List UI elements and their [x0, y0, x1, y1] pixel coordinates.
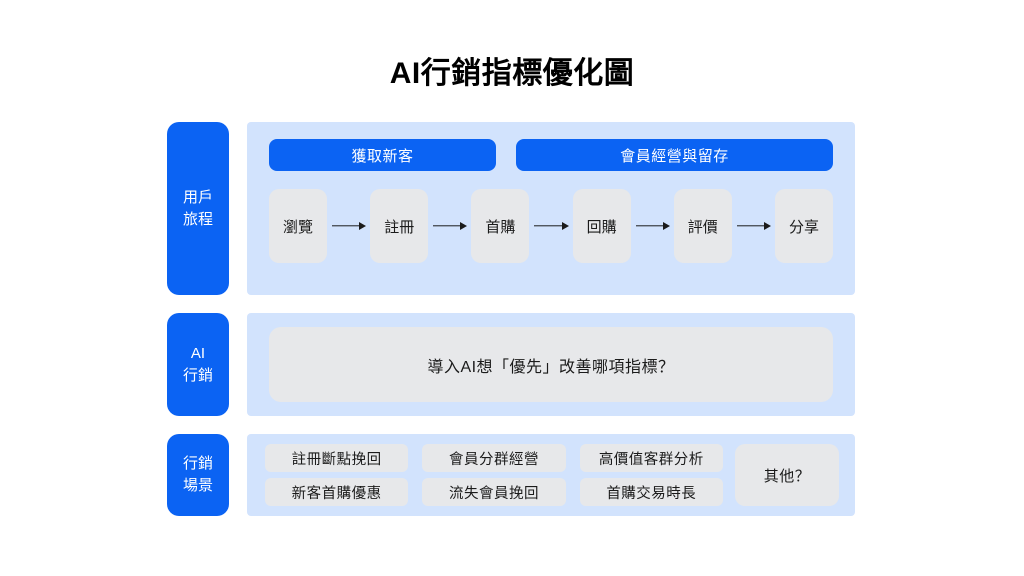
section-label-line2: 旅程 — [182, 210, 213, 228]
marketing-scenarios-panel: 註冊斷點挽回 會員分群經營 高價值客群分析 新客首購優惠 流失會員挽回 首購交易… — [247, 434, 855, 516]
scenario-chip-grid: 註冊斷點挽回 會員分群經營 高價值客群分析 新客首購優惠 流失會員挽回 首購交易… — [265, 444, 723, 506]
arrow-right-icon — [431, 221, 468, 231]
ai-marketing-panel: 導入AI想「優先」改善哪項指標？ — [247, 313, 855, 416]
user-journey-panel: 獲取新客 會員經營與留存 瀏覽 註冊 首購 回購 評價 分享 — [247, 122, 855, 295]
scenario-chip-area: 註冊斷點挽回 會員分群經營 高價值客群分析 新客首購優惠 流失會員挽回 首購交易… — [265, 444, 839, 506]
ai-priority-question: 導入AI想「優先」改善哪項指標？ — [269, 327, 833, 402]
journey-phase-bar: 獲取新客 會員經營與留存 — [269, 139, 833, 171]
arrow-right-icon — [532, 221, 569, 231]
section-label-line1: AI — [190, 344, 206, 362]
section-label-line2: 行銷 — [182, 366, 213, 384]
section-user-journey: 用戶 旅程 獲取新客 會員經營與留存 瀏覽 註冊 首購 回購 評價 分享 — [167, 122, 855, 295]
scenario-chip-churn-winback[interactable]: 流失會員挽回 — [422, 478, 566, 506]
journey-step-first-purchase[interactable]: 首購 — [471, 189, 530, 263]
phase-retain[interactable]: 會員經營與留存 — [516, 139, 833, 171]
section-label-line1: 行銷 — [182, 455, 213, 473]
page-title: AI行銷指標優化圖 — [389, 57, 635, 90]
arrow-right-icon — [330, 221, 367, 231]
section-label-marketing-scenarios: 行銷 場景 — [167, 434, 229, 516]
section-marketing-scenarios: 行銷 場景 註冊斷點挽回 會員分群經營 高價值客群分析 新客首購優惠 流失會員挽… — [167, 434, 855, 516]
scenario-chip-high-value-analysis[interactable]: 高價值客群分析 — [579, 444, 723, 472]
journey-step-share[interactable]: 分享 — [775, 189, 834, 263]
phase-acquire[interactable]: 獲取新客 — [269, 139, 496, 171]
scenario-chip-register-dropoff[interactable]: 註冊斷點挽回 — [265, 444, 409, 472]
journey-step-repurchase[interactable]: 回購 — [572, 189, 631, 263]
section-ai-marketing: AI 行銷 導入AI想「優先」改善哪項指標？ — [167, 313, 855, 416]
scenario-chip-member-segmentation[interactable]: 會員分群經營 — [422, 444, 566, 472]
journey-step-list: 瀏覽 註冊 首購 回購 評價 分享 — [269, 189, 834, 263]
arrow-right-icon — [735, 221, 772, 231]
section-label-user-journey: 用戶 旅程 — [167, 122, 229, 295]
scenario-chip-new-customer-offer[interactable]: 新客首購優惠 — [265, 478, 409, 506]
scenario-chip-other[interactable]: 其他？ — [735, 444, 839, 506]
section-label-line1: 用戶 — [182, 188, 213, 206]
journey-step-review[interactable]: 評價 — [673, 189, 732, 263]
arrow-right-icon — [634, 221, 671, 231]
journey-step-browse[interactable]: 瀏覽 — [269, 189, 327, 263]
section-label-line2: 場景 — [182, 477, 213, 494]
section-label-ai-marketing: AI 行銷 — [167, 313, 229, 416]
journey-step-register[interactable]: 註冊 — [370, 189, 429, 263]
scenario-chip-first-purchase-duration[interactable]: 首購交易時長 — [579, 478, 723, 506]
